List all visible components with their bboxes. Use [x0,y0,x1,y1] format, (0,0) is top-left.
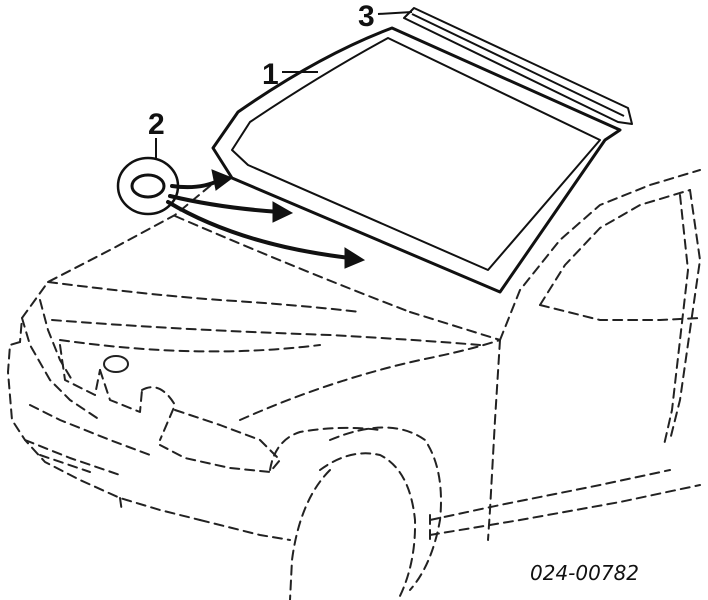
callout-molding: 3 [358,0,375,33]
car-body-outline [7,169,701,600]
windshield-part [211,26,622,294]
seal-part [116,156,180,216]
callout-seal: 2 [148,108,165,141]
molding-part [403,7,633,125]
callout-windshield: 1 [262,58,279,91]
seal-arrows [166,169,366,269]
part-number-label: 024-00782 [530,561,639,585]
leader-line-3 [377,11,413,15]
